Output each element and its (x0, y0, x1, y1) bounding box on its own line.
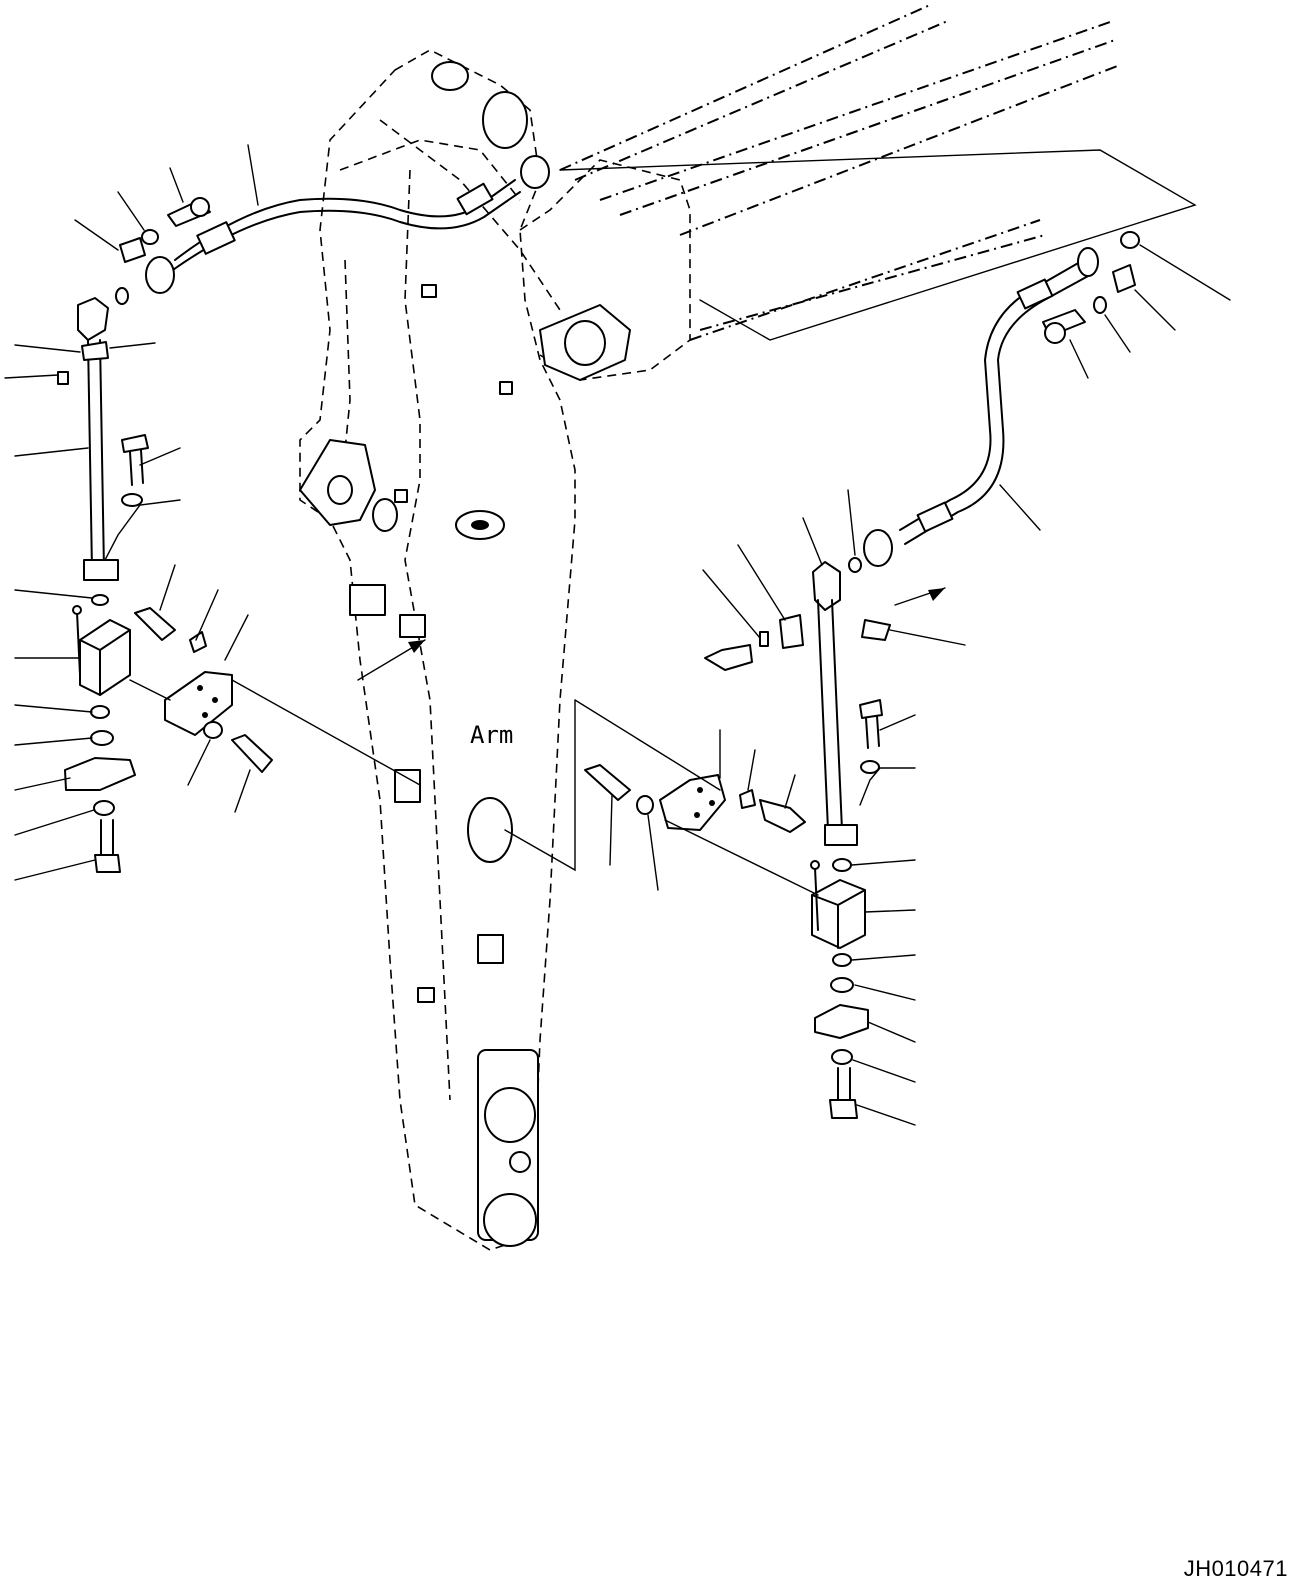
callout-leader-lines (4, 144, 1231, 1126)
boom-phantom-lines (559, 4, 1197, 341)
left-rod-valve (57, 297, 421, 873)
arm-body: Arm (299, 49, 691, 1251)
right-rod-valve (504, 561, 946, 1119)
drawing-code: JH010471 (1183, 1556, 1288, 1581)
right-hose-assembly (848, 231, 1140, 573)
arm-label: Arm (470, 721, 513, 749)
left-hose-assembly (115, 155, 550, 305)
